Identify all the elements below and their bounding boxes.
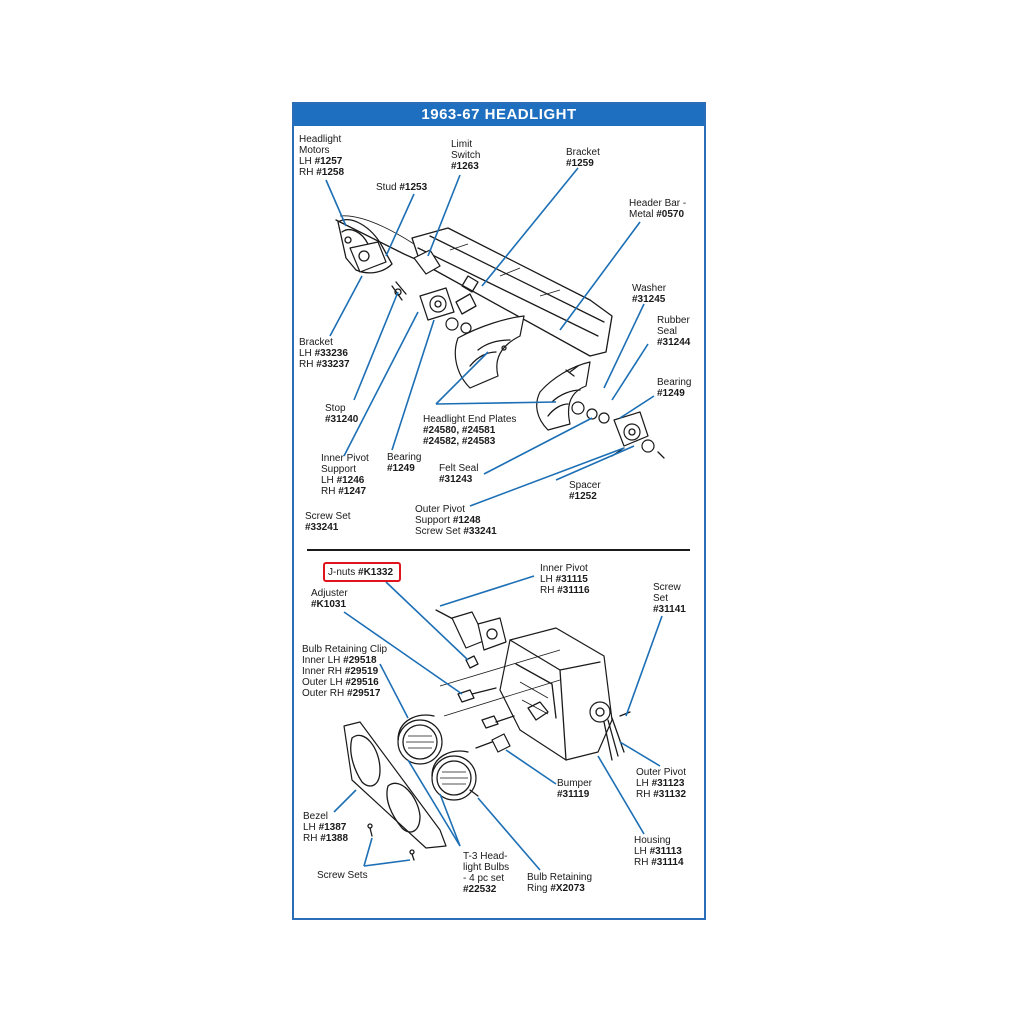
label-housing: Housing LH #31113 RH #31114: [634, 835, 685, 868]
label-spacer: Spacer #1252: [569, 480, 603, 502]
label-outer-pivot: Outer Pivot LH #31123 RH #31132: [636, 767, 689, 800]
label-headlight-bulbs: T-3 Head- light Bulbs - 4 pc set #22532: [463, 851, 512, 895]
label-bracket-left: Bracket LH #33236 RH #33237: [299, 337, 351, 370]
label-j-nuts: J-nuts #K1332: [328, 567, 393, 578]
top-leader-lines: [325, 167, 655, 507]
label-inner-pivot-support: Inner Pivot Support LH #1246 RH #1247: [321, 453, 372, 497]
label-stop: Stop #31240: [325, 403, 359, 425]
top-assembly-drawing: [335, 215, 665, 459]
label-screw-set-top: Screw Set #33241: [305, 511, 353, 533]
label-bracket-top: Bracket #1259: [566, 147, 603, 169]
label-bearing-right: Bearing #1249: [657, 377, 694, 399]
label-headlight-motors: Headlight Motors LH #1257 RH #1258: [299, 134, 345, 178]
label-bearing-left: Bearing #1249: [387, 452, 424, 474]
label-header-bar: Header Bar - Metal #0570: [629, 198, 689, 220]
label-end-plates: Headlight End Plates #24580, #24581 #245…: [423, 414, 519, 447]
bottom-labels: J-nuts #K1332 Inner Pivot LH #31115 RH #…: [302, 562, 689, 895]
label-stud: Stud #1253: [376, 182, 428, 193]
top-labels: Headlight Motors LH #1257 RH #1258 Limit…: [299, 134, 694, 537]
j-nuts-highlight: [323, 562, 401, 582]
label-adjuster: Adjuster #K1031: [311, 588, 350, 610]
label-bumper: Bumper #31119: [557, 778, 595, 800]
label-bulb-retaining-clip: Bulb Retaining Clip Inner LH #29518 Inne…: [302, 644, 390, 699]
diagram-title: 1963-67 HEADLIGHT: [294, 104, 704, 126]
label-inner-pivot: Inner Pivot LH #31115 RH #31116: [540, 563, 591, 596]
label-bulb-retaining-ring: Bulb Retaining Ring #X2073: [527, 872, 595, 894]
bottom-assembly-drawing: [343, 609, 631, 861]
label-screw-set-right: Screw Set #31141: [653, 582, 686, 615]
label-washer: Washer #31245: [632, 283, 669, 305]
label-screw-sets: Screw Sets: [317, 870, 368, 881]
bottom-leader-lines: [333, 575, 663, 871]
label-bezel: Bezel LH #1387 RH #1388: [303, 811, 349, 844]
label-rubber-seal: Rubber Seal #31244: [657, 315, 693, 348]
label-limit-switch: Limit Switch #1263: [451, 139, 483, 172]
label-felt-seal: Felt Seal #31243: [439, 463, 481, 485]
label-outer-pivot-support: Outer Pivot Support #1248 Screw Set #332…: [415, 504, 497, 537]
